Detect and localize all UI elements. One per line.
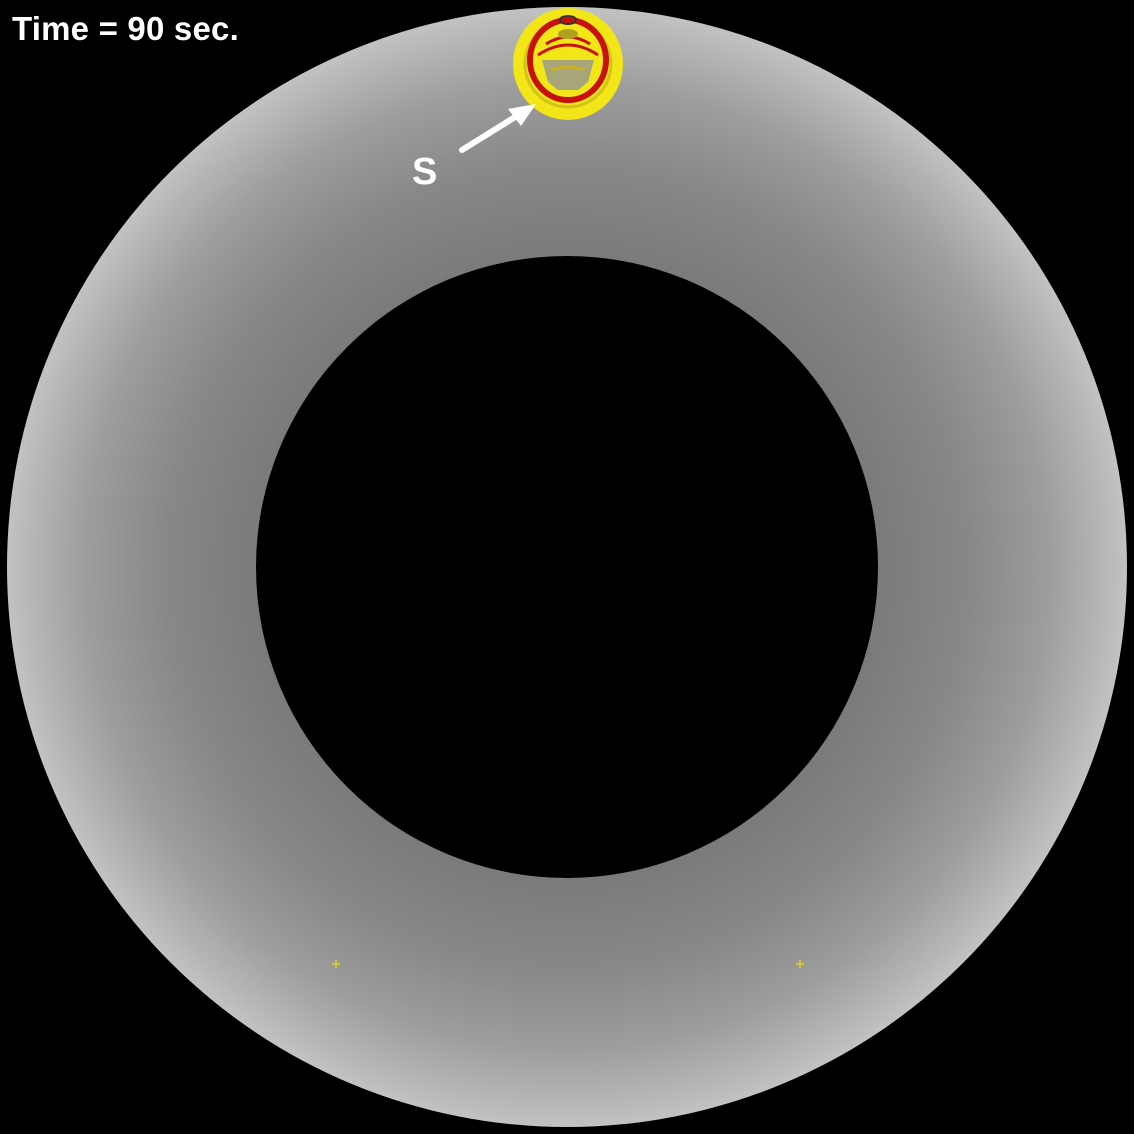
wavefront-source bbox=[513, 8, 623, 120]
core bbox=[256, 256, 878, 878]
source-label: S bbox=[412, 153, 437, 191]
time-label: Time = 90 sec. bbox=[12, 12, 239, 45]
